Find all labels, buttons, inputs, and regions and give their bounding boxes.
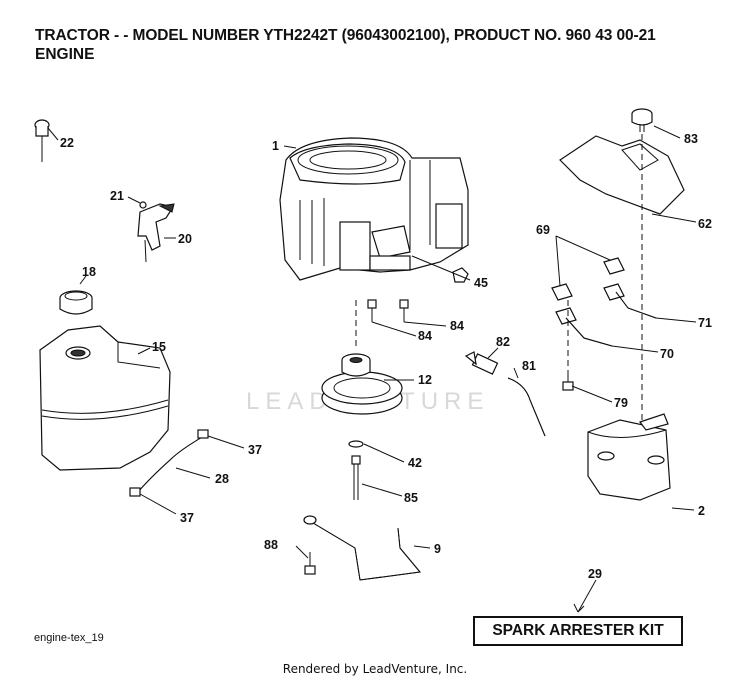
part-84-bolt-left[interactable]	[367, 299, 377, 322]
callout-2[interactable]: 2	[698, 504, 705, 518]
callout-1[interactable]: 1	[272, 139, 279, 153]
part-84-bolt-right[interactable]	[399, 299, 409, 322]
part-12-pulley[interactable]	[321, 353, 403, 415]
leader-lines	[47, 125, 697, 613]
page-title: TRACTOR - - MODEL NUMBER YTH2242T (96043…	[35, 27, 656, 44]
part-42-washer[interactable]	[348, 440, 364, 448]
part-2-muffler[interactable]	[587, 413, 671, 501]
callout-84-right[interactable]: 84	[450, 319, 464, 333]
part-83-knob[interactable]	[631, 108, 653, 132]
callout-12[interactable]: 12	[418, 373, 432, 387]
part-1-engine[interactable]	[279, 137, 469, 281]
callout-28[interactable]: 28	[215, 472, 229, 486]
part-85-bolt[interactable]	[351, 455, 361, 500]
part-45-nut[interactable]	[452, 267, 469, 283]
part-88-bolt[interactable]	[304, 552, 316, 575]
callout-29[interactable]: 29	[588, 567, 602, 581]
callout-81[interactable]: 81	[522, 359, 536, 373]
callout-71[interactable]: 71	[698, 316, 712, 330]
callout-42[interactable]: 42	[408, 456, 422, 470]
callout-85[interactable]: 85	[404, 491, 418, 505]
part-62-heat-shield[interactable]	[559, 135, 685, 215]
callout-79[interactable]: 79	[614, 396, 628, 410]
callout-88[interactable]: 88	[264, 538, 278, 552]
part-69-gaskets[interactable]	[551, 257, 625, 325]
part-28-fuel-line[interactable]	[129, 429, 209, 497]
callout-37-upper[interactable]: 37	[248, 443, 262, 457]
part-81-hose[interactable]	[507, 377, 546, 437]
callout-45[interactable]: 45	[474, 276, 488, 290]
callout-84-left[interactable]: 84	[418, 329, 432, 343]
part-22-plug[interactable]	[34, 119, 50, 162]
callout-labels: 1 2 9 12 15 18 20 21 22 28 29 37 37 42 4…	[60, 132, 712, 581]
callout-9[interactable]: 9	[434, 542, 441, 556]
part-82-fitting[interactable]	[464, 351, 499, 375]
callout-22[interactable]: 22	[60, 136, 74, 150]
part-18-fuel-cap[interactable]	[59, 290, 93, 315]
callout-70[interactable]: 70	[660, 347, 674, 361]
callout-69[interactable]: 69	[536, 223, 550, 237]
part-79-bolt[interactable]	[562, 370, 574, 391]
callout-21[interactable]: 21	[110, 189, 124, 203]
callout-15[interactable]: 15	[152, 340, 166, 354]
callout-18[interactable]: 18	[82, 265, 96, 279]
part-71-exhaust-pipe[interactable]	[615, 291, 657, 319]
part-9-bracket[interactable]	[303, 515, 421, 581]
spark-arrester-kit-box[interactable]: SPARK ARRESTER KIT	[473, 616, 683, 646]
diagram-reference: engine-tex_19	[34, 632, 104, 644]
dashed-guide-lines	[355, 134, 643, 420]
callout-37-lower[interactable]: 37	[180, 511, 194, 525]
callout-82[interactable]: 82	[496, 335, 510, 349]
callout-83[interactable]: 83	[684, 132, 698, 146]
page-subtitle: ENGINE	[35, 46, 95, 63]
footer-credit: Rendered by LeadVenture, Inc.	[282, 662, 468, 676]
part-15-fuel-tank[interactable]	[39, 325, 171, 471]
callout-20[interactable]: 20	[178, 232, 192, 246]
callout-62[interactable]: 62	[698, 217, 712, 231]
part-20-throttle-bracket[interactable]	[137, 201, 175, 263]
part-70-exhaust-pipe[interactable]	[565, 317, 613, 347]
